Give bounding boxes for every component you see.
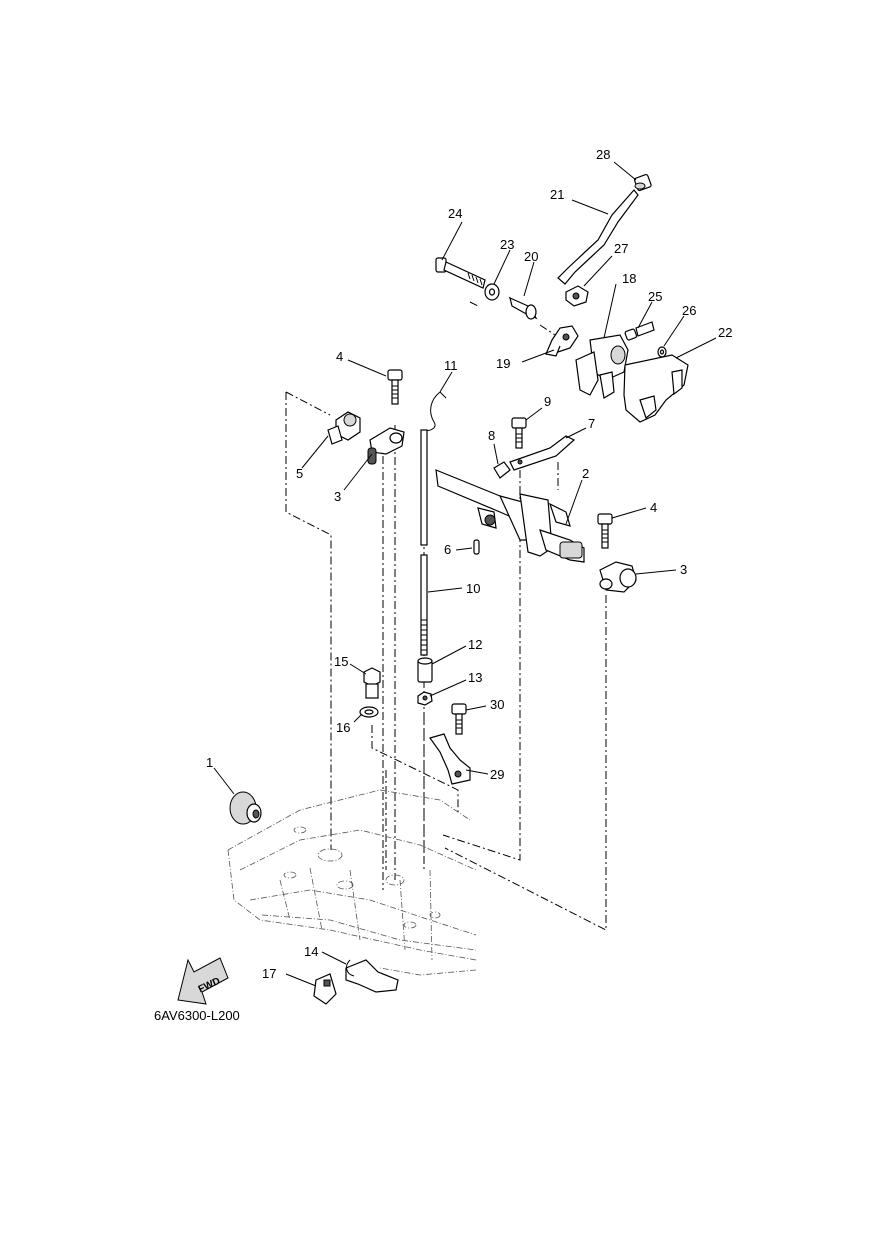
part-24-bolt <box>435 257 486 289</box>
part-30-bolt <box>451 703 467 735</box>
part-15-bolt <box>363 667 381 699</box>
callout-13: 13 <box>468 670 482 685</box>
callout-24: 24 <box>448 206 462 221</box>
part-28-cap <box>633 173 652 192</box>
callout-14: 14 <box>304 944 318 959</box>
callout-10: 10 <box>466 581 480 596</box>
assembly-guide-lines <box>285 301 607 931</box>
part-7-plate <box>509 435 576 471</box>
fwd-arrow-icon: FWD <box>177 957 229 1005</box>
callout-28: 28 <box>596 147 610 162</box>
part-4-bolt-upper <box>387 369 403 405</box>
part-14-bracket <box>345 959 399 993</box>
callout-21: 21 <box>550 187 564 202</box>
callout-3-upper: 3 <box>334 489 341 504</box>
part-20-collar <box>508 296 538 320</box>
part-17-clip <box>313 973 337 1005</box>
lower-housing-outline <box>227 789 477 976</box>
part-26-washer <box>657 346 667 358</box>
part-4-bolt-lower <box>597 513 613 549</box>
callout-20: 20 <box>524 249 538 264</box>
part-25-bolt <box>624 321 655 341</box>
part-2-shift-shaft <box>435 469 585 563</box>
callout-5: 5 <box>296 466 303 481</box>
callout-27: 27 <box>614 241 628 256</box>
callout-25: 25 <box>648 289 662 304</box>
callout-22: 22 <box>718 325 732 340</box>
callout-7: 7 <box>588 416 595 431</box>
part-29-bracket <box>429 733 471 785</box>
part-27-clip <box>565 285 589 307</box>
callout-leaders <box>213 161 717 987</box>
part-3-holder-lower <box>599 561 637 593</box>
callout-18: 18 <box>622 271 636 286</box>
callout-29: 29 <box>490 767 504 782</box>
part-11-clip <box>421 391 447 431</box>
part-8-clip <box>493 461 511 479</box>
part-18-shift-bracket <box>575 334 629 399</box>
part-9-bolt <box>511 417 527 449</box>
callout-labels: 1 2 3 3 4 4 5 6 7 8 9 10 11 12 13 14 15 … <box>206 147 732 981</box>
part-6-pin <box>473 539 480 555</box>
part-5-clamp <box>327 411 361 445</box>
callout-16: 16 <box>336 720 350 735</box>
callout-15: 15 <box>334 654 348 669</box>
part-12-collar <box>417 657 433 683</box>
part-1-grommet <box>229 791 262 825</box>
callout-4-upper: 4 <box>336 349 343 364</box>
callout-19: 19 <box>496 356 510 371</box>
part-23-washer <box>484 283 500 301</box>
callout-6: 6 <box>444 542 451 557</box>
part-10-rod <box>420 429 428 656</box>
callout-11: 11 <box>444 358 458 373</box>
callout-8: 8 <box>488 428 495 443</box>
callout-17: 17 <box>262 966 276 981</box>
callout-30: 30 <box>490 697 504 712</box>
part-16-washer <box>359 706 379 718</box>
drawing-code: 6AV6300-L200 <box>154 1008 240 1023</box>
part-22-plate <box>623 354 689 423</box>
callout-4-lower: 4 <box>650 500 657 515</box>
callout-3-lower: 3 <box>680 562 687 577</box>
callout-9: 9 <box>544 394 551 409</box>
callout-1: 1 <box>206 755 213 770</box>
part-13-nut <box>417 691 433 706</box>
callout-23: 23 <box>500 237 514 252</box>
callout-26: 26 <box>682 303 696 318</box>
callout-12: 12 <box>468 637 482 652</box>
part-3-holder-upper <box>367 427 405 465</box>
part-21-shift-rod <box>557 189 639 285</box>
callout-2: 2 <box>582 466 589 481</box>
